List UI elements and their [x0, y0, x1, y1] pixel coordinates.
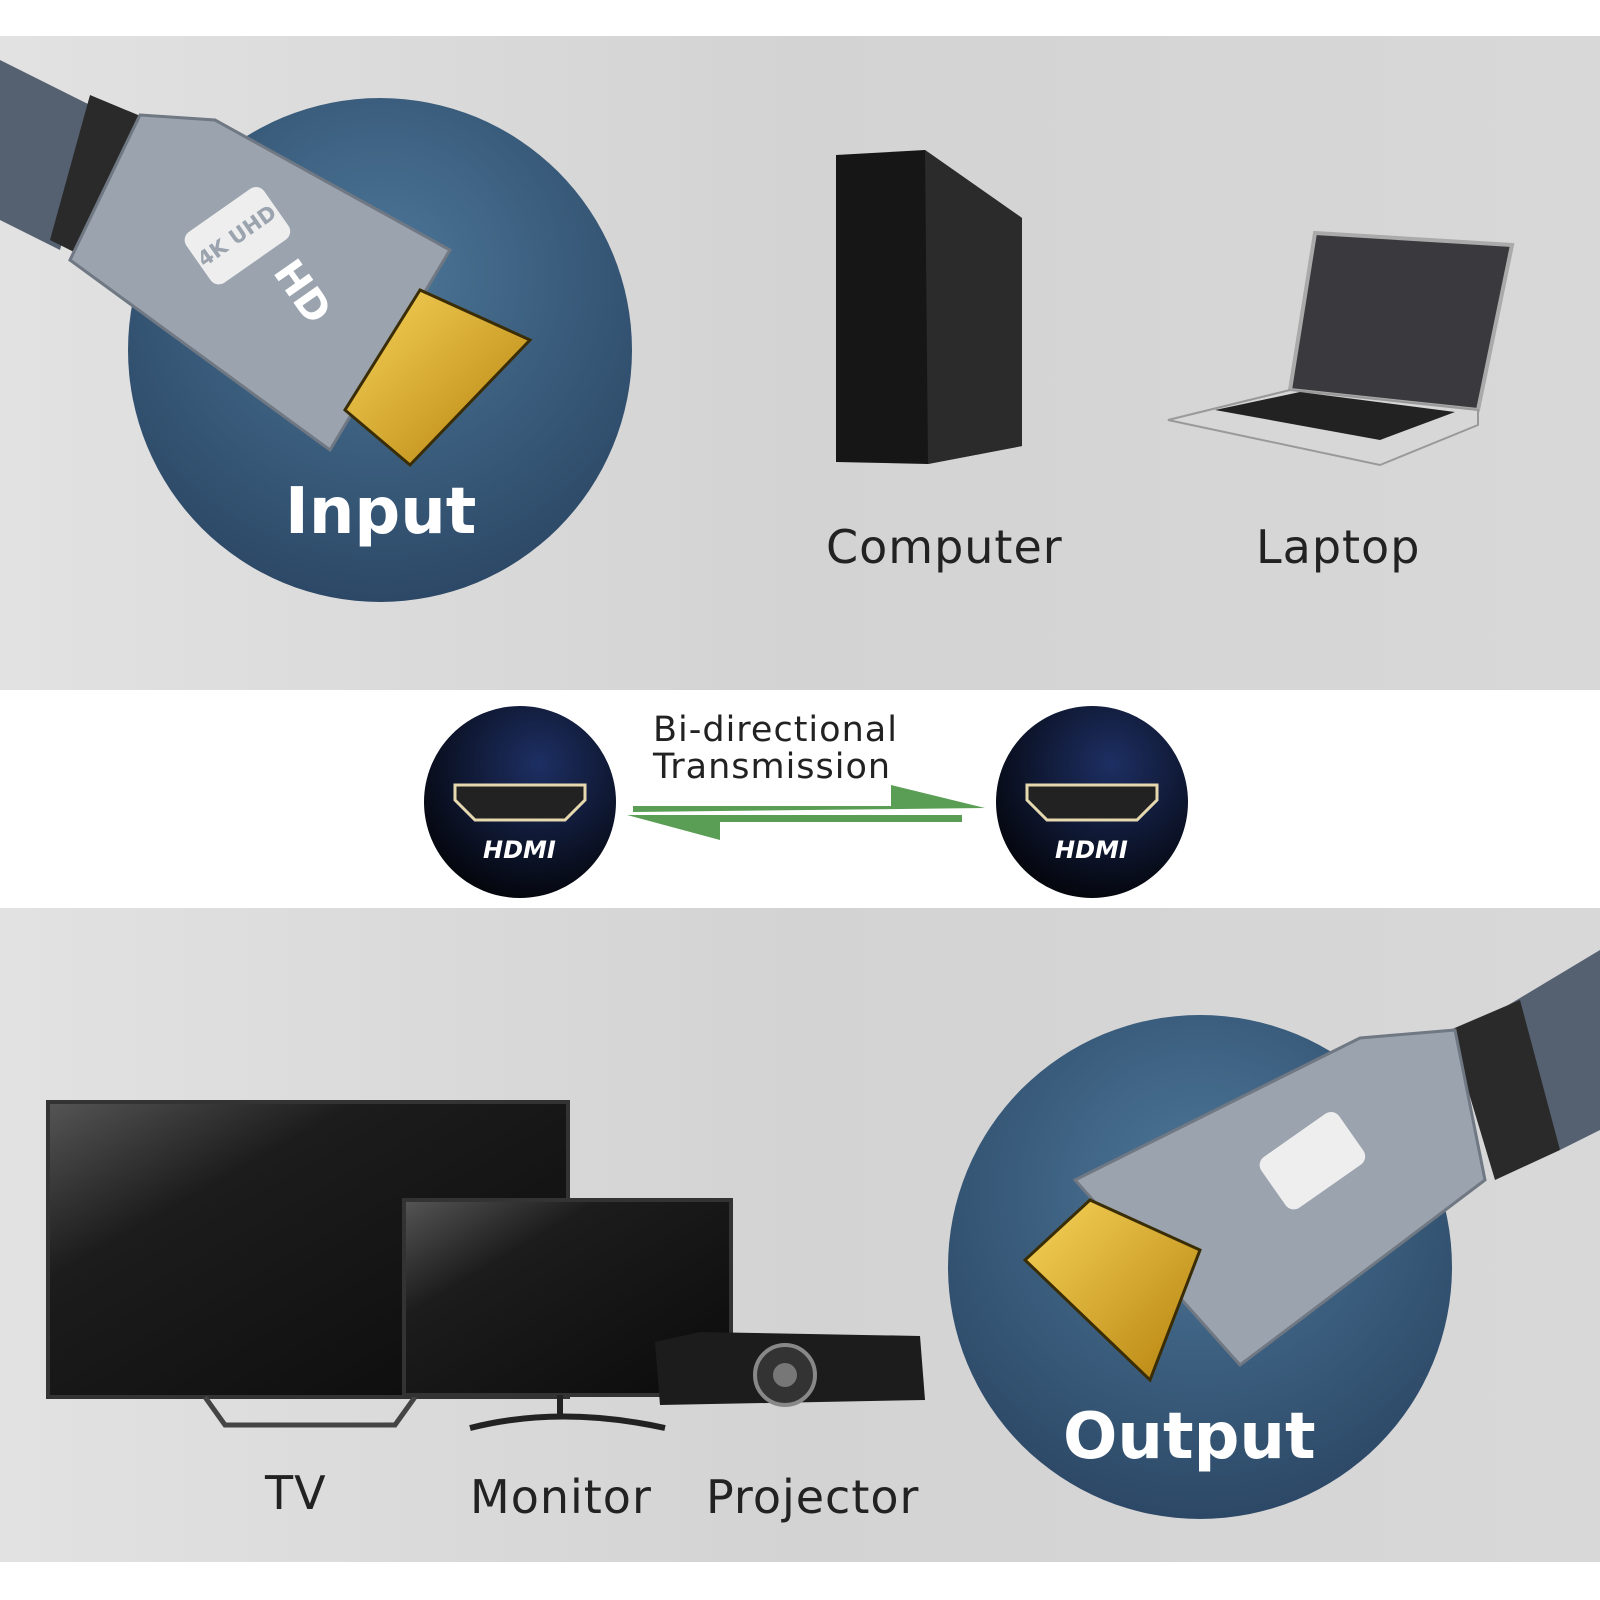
input-connector-image [0, 60, 632, 602]
port-right-label: HDMI [1055, 836, 1128, 864]
laptop-icon [1167, 230, 1515, 467]
projector-label: Projector [706, 1470, 920, 1524]
output-connector-image [948, 950, 1600, 1519]
port-left-label: HDMI [483, 836, 556, 864]
caption-line-1: Bi-directional [653, 710, 898, 750]
transmission-caption: Bi-directional Transmission [653, 712, 898, 786]
projector-icon [655, 1332, 925, 1407]
hdmi-port-left-icon [424, 706, 616, 898]
bidirectional-arrows-icon [627, 785, 985, 840]
hdmi-port-right-icon [996, 706, 1188, 898]
laptop-label: Laptop [1256, 520, 1421, 574]
desktop-tower-icon [836, 150, 1022, 464]
input-label: Input [285, 475, 477, 549]
tv-label: TV [265, 1466, 327, 1520]
caption-line-2: Transmission [653, 747, 892, 787]
output-label: Output [1063, 1400, 1316, 1474]
monitor-label: Monitor [470, 1470, 652, 1524]
computer-label: Computer [826, 520, 1063, 574]
